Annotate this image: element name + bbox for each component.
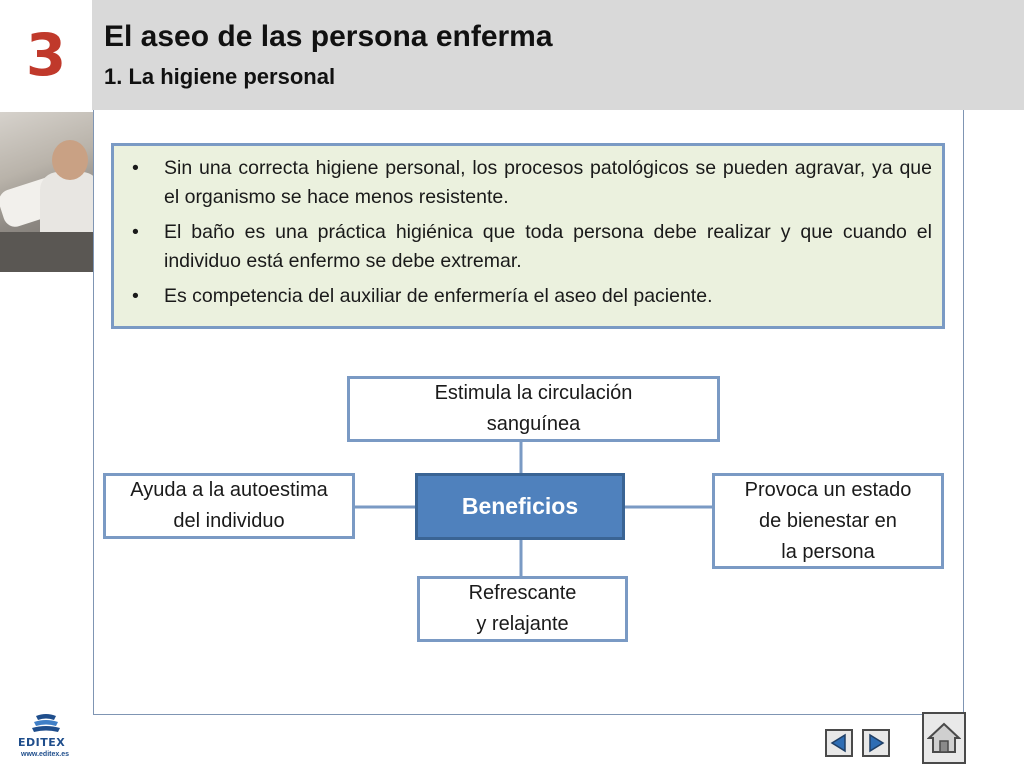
slide-subtitle: 1. La higiene personal <box>104 64 336 89</box>
previous-slide-button[interactable] <box>825 729 853 757</box>
bullet-dot: • <box>132 285 139 307</box>
home-icon <box>927 722 961 753</box>
triangle-left-icon <box>830 733 846 753</box>
triangle-right-icon <box>869 733 885 753</box>
editex-logo: EDITEX www.editex.es <box>14 712 78 762</box>
bullet-item: • Sin una correcta higiene personal, los… <box>124 154 932 212</box>
benefit-refreshing: Refrescante y relajante <box>417 576 628 642</box>
home-button[interactable] <box>922 712 966 764</box>
editex-logo-mark <box>32 714 60 732</box>
bullet-item: • El baño es una práctica higiénica que … <box>124 218 932 276</box>
benefit-wellbeing: Provoca un estado de bienestar en la per… <box>712 473 944 569</box>
nurse-patient-photo <box>0 112 93 272</box>
benefits-center-node: Beneficios <box>415 473 625 540</box>
benefit-circulation: Estimula la circulación sanguínea <box>347 376 720 442</box>
bullet-item: • Es competencia del auxiliar de enferme… <box>124 282 932 311</box>
next-slide-button[interactable] <box>862 729 890 757</box>
bullet-text: Es competencia del auxiliar de enfermerí… <box>164 285 713 307</box>
bullet-text: El baño es una práctica higiénica que to… <box>164 221 932 272</box>
logo-url: www.editex.es <box>21 751 69 758</box>
bullet-box: • Sin una correcta higiene personal, los… <box>111 143 945 329</box>
chapter-number: 3 <box>25 21 67 89</box>
slide-header: El aseo de las persona enferma 1. La hig… <box>92 0 1024 110</box>
bullet-dot: • <box>132 157 139 179</box>
bullet-list: • Sin una correcta higiene personal, los… <box>124 154 932 311</box>
slide-title: El aseo de las persona enferma <box>104 20 553 53</box>
chapter-number-box: 3 <box>0 0 92 110</box>
bullet-text: Sin una correcta higiene personal, los p… <box>164 157 932 208</box>
logo-name: EDITEX <box>18 736 66 749</box>
benefit-self-esteem: Ayuda a la autoestima del individuo <box>103 473 355 539</box>
bullet-dot: • <box>132 221 139 243</box>
